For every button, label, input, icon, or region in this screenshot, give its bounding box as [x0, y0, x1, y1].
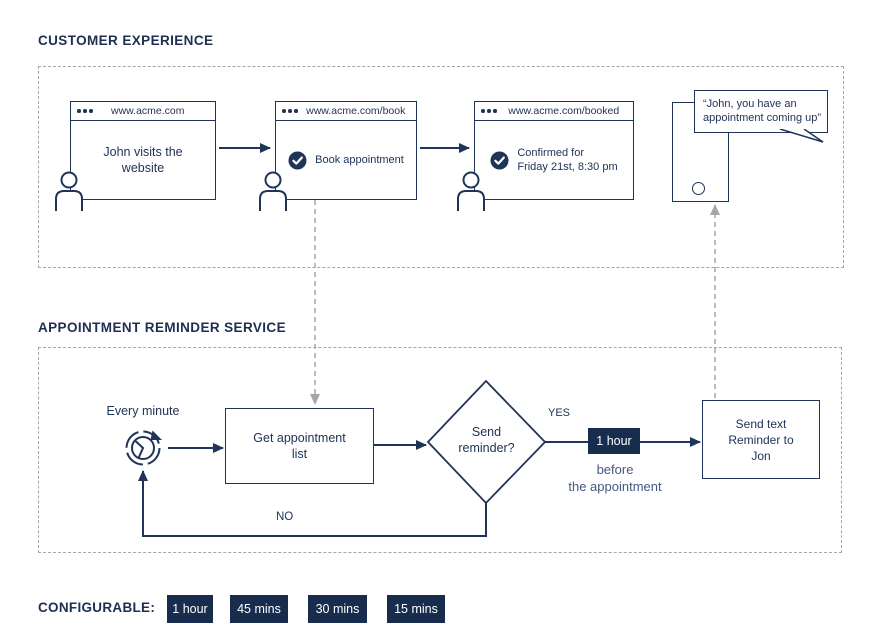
browser-window-book: www.acme.com/book Book appointment: [275, 101, 417, 200]
browser-dots-icon: [481, 109, 497, 113]
yes-label: YES: [548, 407, 571, 419]
customer-experience-container: [38, 66, 844, 268]
reminder-service-title: APPOINTMENT REMINDER SERVICE: [38, 320, 286, 335]
option-badge-15mins: 15 mins: [387, 595, 445, 623]
decision-label: Send reminder?: [458, 425, 515, 455]
customer-experience-title: CUSTOMER EXPERIENCE: [38, 33, 214, 48]
option-badge-30mins: 30 mins: [308, 595, 367, 623]
check-icon: [490, 151, 509, 169]
option-badge-45mins: 45 mins: [230, 595, 288, 623]
url-text: www.acme.com/book: [306, 105, 406, 117]
browser-content: Confirmed for Friday 21st, 8:30 pm: [490, 146, 618, 174]
configurable-label: CONFIGURABLE:: [38, 600, 156, 615]
url-text: www.acme.com/booked: [508, 105, 620, 117]
browser-dots-icon: [77, 109, 93, 113]
get-appointment-list-box: Get appointment list: [225, 408, 374, 484]
speech-bubble-tail: [779, 129, 824, 143]
duration-caption: before the appointment: [568, 462, 662, 494]
sms-speech-bubble: “John, you have an appointment coming up…: [694, 90, 828, 143]
browser-window-booked: www.acme.com/booked Confirmed for Friday…: [474, 101, 634, 200]
url-bar: www.acme.com/booked: [475, 102, 633, 121]
reminder-service-container: [38, 347, 842, 553]
no-label: NO: [276, 511, 294, 523]
browser-window-visit: www.acme.com John visits the website: [70, 101, 216, 200]
url-bar: www.acme.com: [71, 102, 215, 121]
duration-badge: 1 hour: [588, 428, 640, 454]
browser-content: Book appointment: [288, 151, 404, 170]
option-badge-1hour: 1 hour: [167, 595, 213, 623]
check-icon: [288, 151, 307, 169]
browser-dots-icon: [282, 109, 298, 113]
send-text-reminder-box: Send text Reminder to Jon: [702, 400, 820, 479]
phone-home-button-icon: [692, 182, 705, 195]
url-bar: www.acme.com/book: [276, 102, 416, 121]
trigger-label: Every minute: [106, 404, 180, 418]
url-text: www.acme.com: [110, 105, 185, 117]
browser-content: John visits the website: [103, 145, 183, 175]
